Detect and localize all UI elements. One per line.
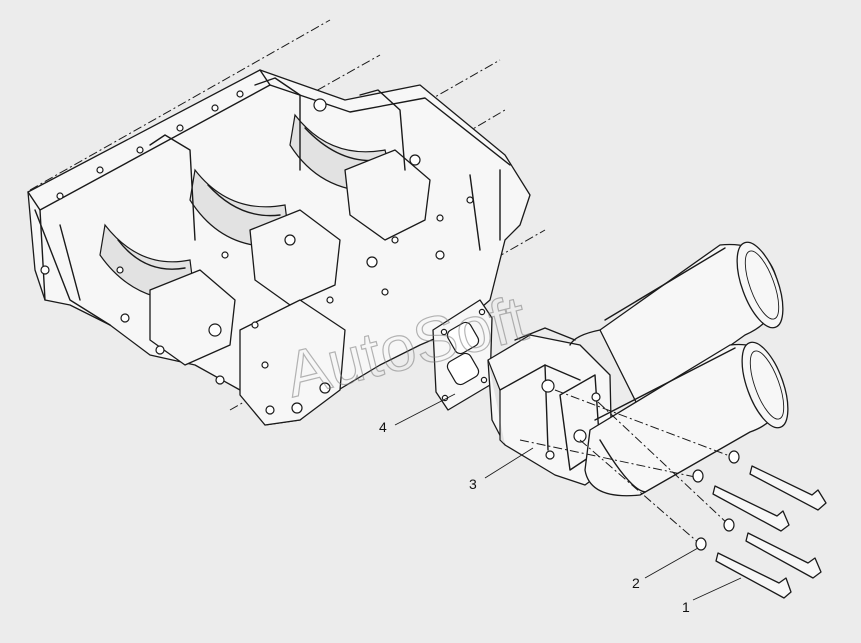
callout-4: 4 xyxy=(379,419,387,435)
oil-filter-housing xyxy=(487,327,613,486)
engine-block xyxy=(27,19,546,426)
callout-1: 1 xyxy=(682,599,690,615)
gasket xyxy=(432,299,493,411)
callout-2: 2 xyxy=(632,575,640,591)
callout-leaders xyxy=(394,393,742,601)
oil-filter-canister-lower xyxy=(584,341,789,497)
callout-3: 3 xyxy=(469,476,477,492)
fasteners xyxy=(519,389,827,599)
oil-filter-canister-upper xyxy=(569,241,784,411)
